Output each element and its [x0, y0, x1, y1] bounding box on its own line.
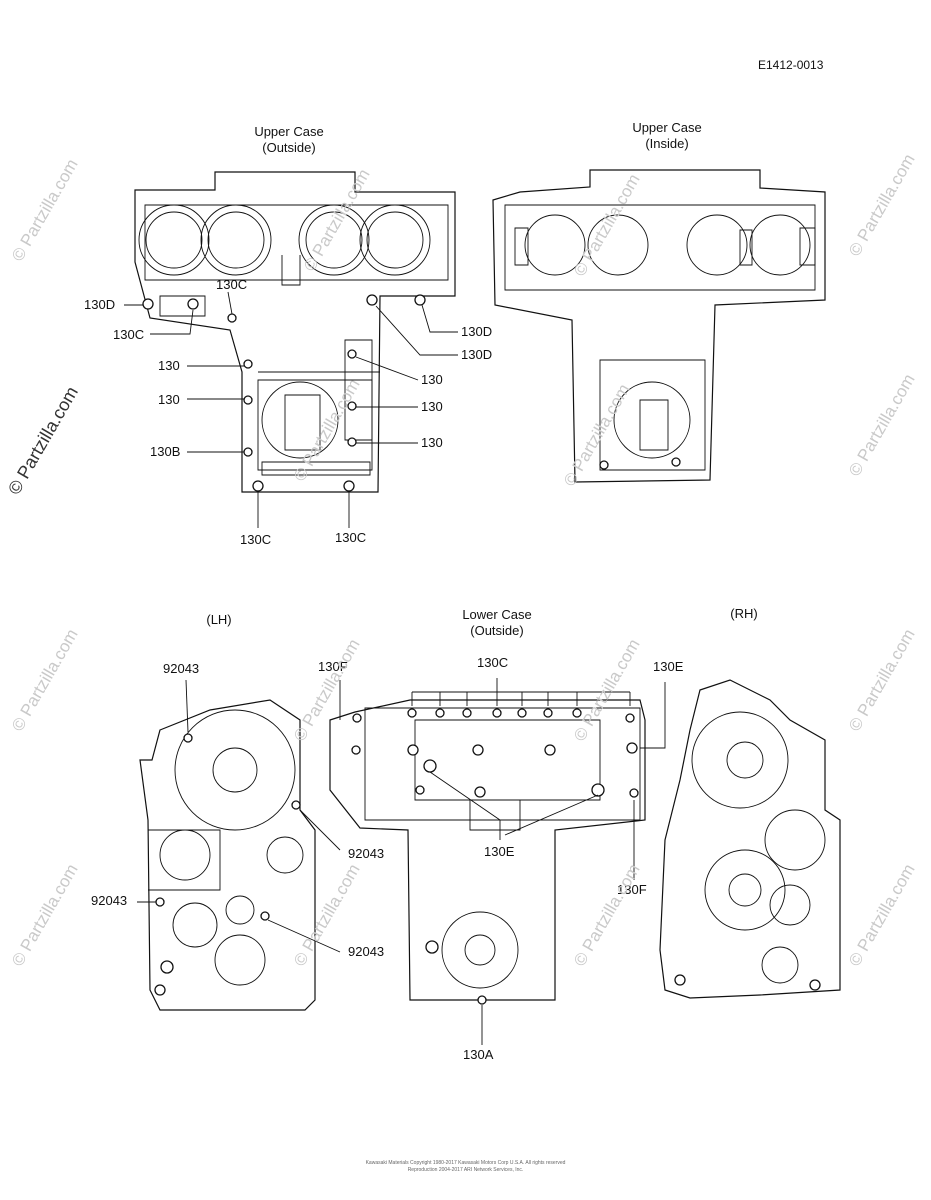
upper-inside-title-line2: (Inside) — [645, 136, 689, 151]
rh-case-drawing — [659, 679, 841, 999]
callout-130C-lower: 130C — [477, 655, 509, 670]
lower-outside-title-line1: Lower Case — [462, 607, 532, 622]
upper-outside-title-line1: Upper Case — [254, 124, 324, 139]
callout-130C-bottom-1: 130C — [240, 532, 272, 547]
diagram-code: E1412-0013 — [758, 58, 824, 72]
upper-case-outside-drawing — [124, 171, 458, 528]
callout-130C-top: 130C — [216, 277, 248, 292]
callout-130-right-3: 130 — [421, 435, 443, 450]
lh-title: (LH) — [206, 612, 232, 627]
rh-title: (RH) — [730, 606, 758, 621]
callout-130B: 130B — [150, 444, 181, 459]
upper-case-inside-drawing — [492, 169, 826, 483]
callout-130-right-2: 130 — [421, 399, 443, 414]
callout-92043-a: 92043 — [163, 661, 200, 676]
callout-130D-right-2: 130D — [461, 347, 493, 362]
callout-130F-right: 130F — [617, 882, 647, 897]
callout-130E-mid: 130E — [484, 844, 515, 859]
callout-130-a: 130 — [158, 358, 180, 373]
callout-130D-right-1: 130D — [461, 324, 493, 339]
lower-case-outside-drawing — [329, 678, 666, 1045]
callout-130A: 130A — [463, 1047, 494, 1062]
callout-130C-left: 130C — [113, 327, 145, 342]
callout-92043-d: 92043 — [348, 944, 385, 959]
callout-130D-left: 130D — [84, 297, 116, 312]
callout-92043-b: 92043 — [348, 846, 385, 861]
lh-case-drawing — [137, 679, 341, 1011]
upper-inside-title-line1: Upper Case — [632, 120, 702, 135]
callout-130C-bottom-2: 130C — [335, 530, 367, 545]
lower-outside-title-line2: (Outside) — [470, 623, 524, 638]
callout-130-b: 130 — [158, 392, 180, 407]
callout-92043-c: 92043 — [91, 893, 128, 908]
callout-130E-top: 130E — [653, 659, 684, 674]
upper-outside-title-line2: (Outside) — [262, 140, 316, 155]
footer-copyright: Kawasaki Materials Copyright 1980-2017 K… — [365, 1160, 566, 1166]
callout-130-right-1: 130 — [421, 372, 443, 387]
footer-reproduction: Reproduction 2004-2017 ARI Network Servi… — [407, 1167, 524, 1173]
callout-130F-left: 130F — [318, 659, 348, 674]
